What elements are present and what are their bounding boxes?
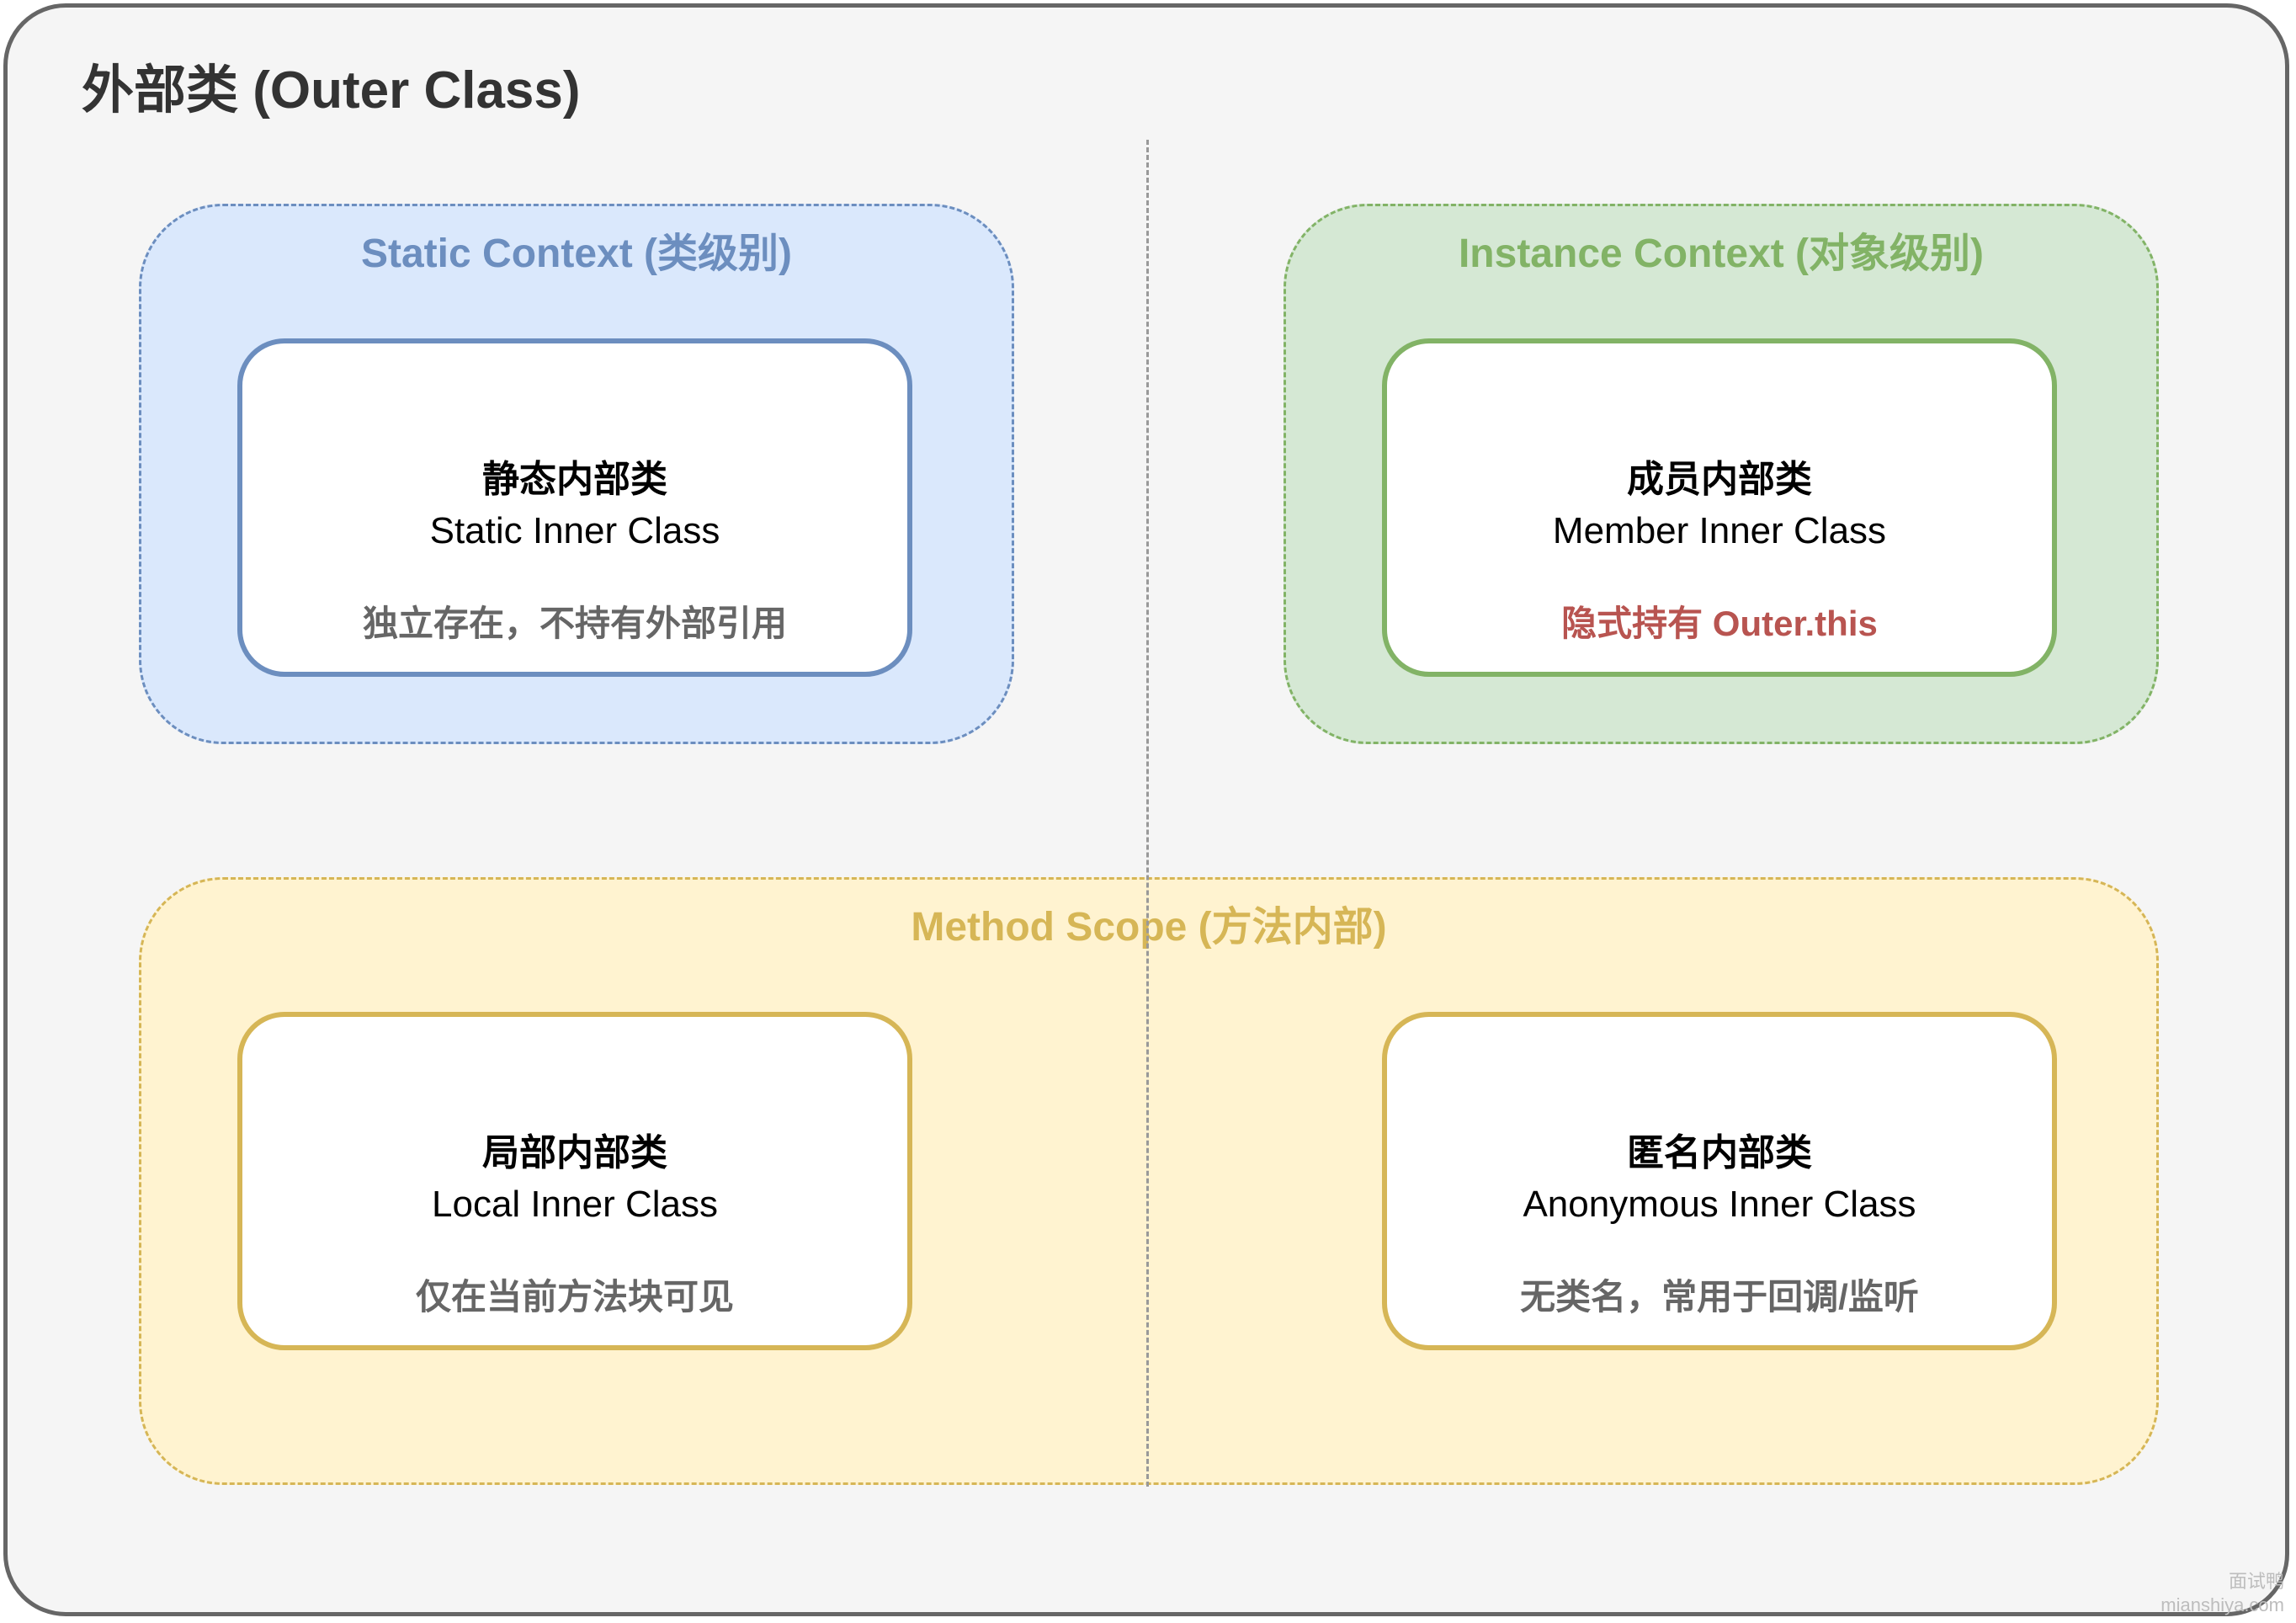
static-inner-class-card: 静态内部类 Static Inner Class 独立存在，不持有外部引用 [237,338,912,677]
card-title-zh: 静态内部类 [482,459,667,500]
card-title-en: Member Inner Class [1552,510,1887,551]
card-title-zh: 局部内部类 [482,1132,667,1173]
card-description: 隐式持有 Outer.this [1561,604,1878,643]
card-title-zh: 成员内部类 [1627,459,1812,500]
watermark: 面试鸭 mianshiya.com [2160,1570,2284,1616]
card-title-zh: 匿名内部类 [1627,1132,1812,1173]
member-inner-class-card: 成员内部类 Member Inner Class 隐式持有 Outer.this [1382,338,2057,677]
local-inner-class-card: 局部内部类 Local Inner Class 仅在当前方法块可见 [237,1012,912,1350]
static-context-title: Static Context (类级别) [360,231,793,276]
card-description: 无类名，常用于回调/监听 [1520,1277,1919,1317]
instance-context-title: Instance Context (对象级别) [1458,231,1985,276]
outer-class-title: 外部类 (Outer Class) [82,61,581,120]
card-description: 仅在当前方法块可见 [415,1277,734,1317]
card-title-en: Static Inner Class [429,510,720,551]
card-title-en: Anonymous Inner Class [1523,1184,1916,1225]
watermark-line1: 面试鸭 [2228,1571,2284,1592]
context-divider [1146,140,1149,1487]
watermark-line2: mianshiya.com [2160,1594,2284,1615]
anonymous-inner-class-card: 匿名内部类 Anonymous Inner Class 无类名，常用于回调/监听 [1382,1012,2057,1350]
card-title-en: Local Inner Class [432,1184,718,1225]
card-description: 独立存在，不持有外部引用 [362,604,787,643]
method-scope-title: Method Scope (方法内部) [911,905,1387,950]
